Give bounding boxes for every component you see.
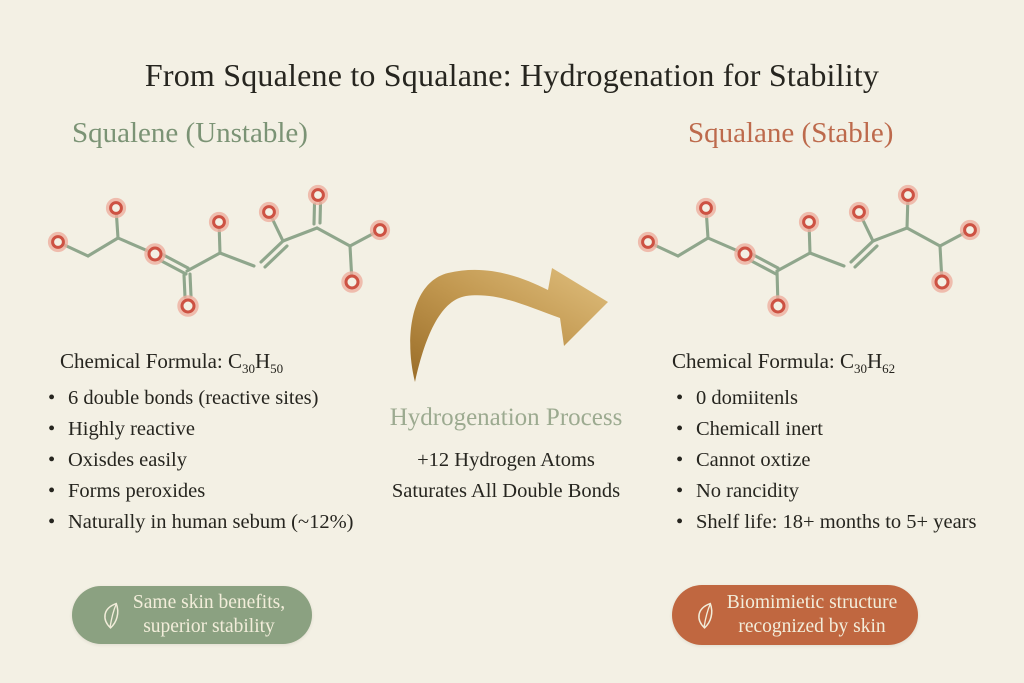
- leaf-icon: [104, 602, 119, 629]
- hydrogen-symbol: H: [255, 349, 271, 373]
- squalene-benefit-badge: Same skin benefits, superior stability: [72, 586, 312, 644]
- badge-line: Biomimietic structure: [726, 592, 898, 613]
- process-detail-line: +12 Hydrogen Atoms: [417, 449, 595, 471]
- list-item: 0 domiitenls: [676, 383, 1020, 414]
- carbon-symbol: C: [839, 349, 854, 373]
- squalane-chemical-formula: Chemical Formula: C30H62: [672, 349, 1020, 377]
- squalane-benefit-badge: Biomimietic structure recognized by skin: [672, 585, 918, 645]
- badge-line: Same skin benefits,: [132, 592, 286, 613]
- carbon-symbol: C: [227, 349, 242, 373]
- process-details: +12 Hydrogen Atoms Saturates All Double …: [360, 445, 652, 507]
- formula-prefix: Chemical Formula:: [672, 349, 840, 373]
- squalene-property-list: 6 double bonds (reactive sites) Highly r…: [36, 383, 384, 538]
- hydrogen-count: 62: [882, 361, 896, 377]
- hydrogen-count: 50: [270, 361, 284, 377]
- squalene-molecule-diagram: [47, 184, 391, 317]
- list-item: Forms peroxides: [48, 476, 384, 507]
- squalene-chemical-formula: Chemical Formula: C30H50: [60, 349, 384, 377]
- carbon-count: 30: [854, 361, 867, 377]
- list-item: No rancidity: [676, 476, 1020, 507]
- badge-line: recognized by skin: [738, 616, 886, 637]
- page-title: From Squalene to Squalane: Hydrogenation…: [144, 57, 880, 94]
- atoms: [637, 184, 981, 317]
- squalane-property-list: 0 domiitenls Chemicall inert Cannot oxti…: [664, 383, 1020, 538]
- squalane-info-block: Chemical Formula: C30H62 0 domiitenls Ch…: [664, 349, 1020, 538]
- list-item: Chemicall inert: [676, 414, 1020, 445]
- squalene-info-block: Chemical Formula: C30H50 6 double bonds …: [36, 349, 384, 538]
- squalane-heading: Squalane (Stable): [688, 117, 894, 149]
- badge-line: superior stability: [143, 616, 275, 637]
- squalane-molecule-diagram: [637, 184, 981, 317]
- list-item: Highly reactive: [48, 414, 384, 445]
- curved-arrow-right-icon: [410, 268, 608, 382]
- list-item: Naturally in human sebum (~12%): [48, 507, 384, 538]
- list-item: Cannot oxtize: [676, 445, 1020, 476]
- atoms: [47, 184, 391, 317]
- badge-text: Biomimietic structure recognized by skin: [727, 591, 898, 639]
- list-item: Shelf life: 18+ months to 5+ years: [676, 507, 1020, 538]
- badge-text: Same skin benefits, superior stability: [133, 591, 285, 639]
- list-item: Oxisdes easily: [48, 445, 384, 476]
- bonds: [646, 193, 972, 308]
- carbon-count: 30: [242, 361, 255, 377]
- squalene-heading: Squalene (Unstable): [72, 117, 308, 149]
- process-title: Hydrogenation Process: [389, 404, 623, 431]
- list-item: 6 double bonds (reactive sites): [48, 383, 384, 414]
- formula-prefix: Chemical Formula:: [60, 349, 228, 373]
- process-detail-line: Saturates All Double Bonds: [391, 480, 621, 502]
- leaf-icon: [697, 602, 713, 629]
- hydrogen-symbol: H: [867, 349, 883, 373]
- hydrogenation-process-block: Hydrogenation Process +12 Hydrogen Atoms…: [360, 404, 652, 507]
